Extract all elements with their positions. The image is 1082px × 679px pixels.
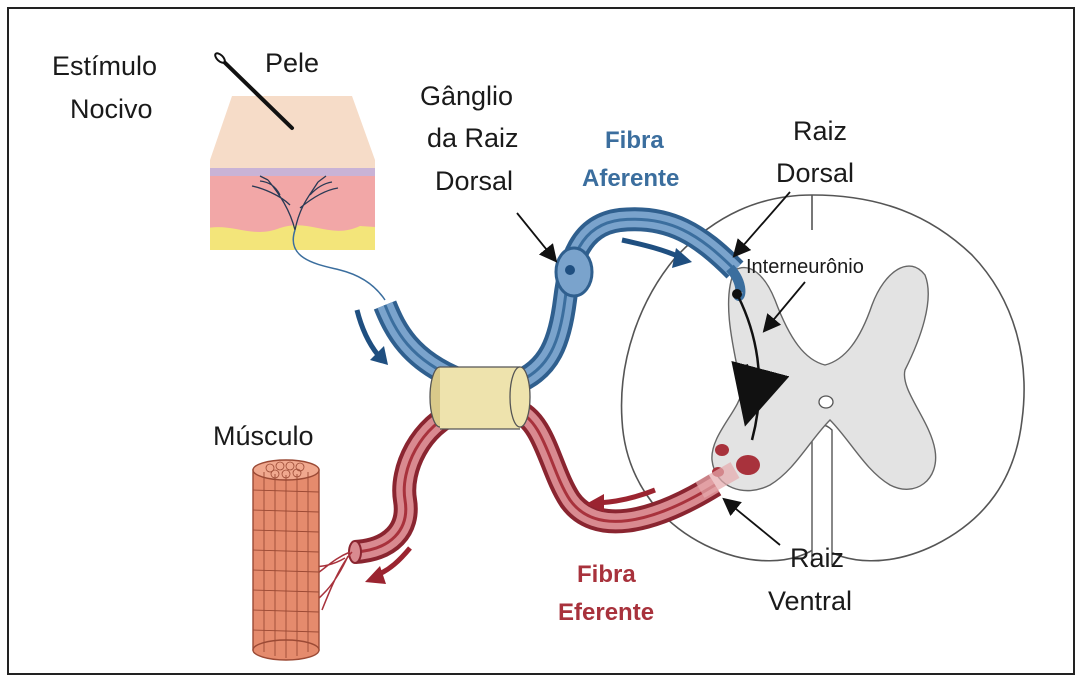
label-skin: Pele bbox=[265, 48, 319, 78]
motor-neuron-body bbox=[736, 455, 760, 475]
muscle-bundle bbox=[253, 460, 319, 660]
label-ganglion-line1: Gânglio bbox=[420, 81, 513, 111]
label-stimulus-line1: Estímulo bbox=[52, 51, 157, 81]
label-interneuron: Interneurônio bbox=[746, 256, 864, 278]
label-ventral-root-line1: Raiz bbox=[790, 543, 844, 573]
label-muscle: Músculo bbox=[213, 421, 314, 451]
central-canal bbox=[819, 396, 833, 408]
label-afferent-line2: Aferente bbox=[582, 165, 679, 192]
motor-neuron-body-small bbox=[715, 444, 729, 456]
afferent-terminal bbox=[732, 289, 742, 299]
label-efferent-line2: Eferente bbox=[558, 599, 654, 626]
label-afferent-line1: Fibra bbox=[605, 127, 664, 154]
label-stimulus-line2: Nocivo bbox=[70, 94, 153, 124]
label-dorsal-root-line1: Raiz bbox=[793, 116, 847, 146]
spinal-nerve-connector bbox=[430, 367, 530, 429]
ganglion-cell-body bbox=[565, 265, 575, 275]
label-efferent-line1: Fibra bbox=[577, 561, 636, 588]
label-ganglion-line2: da Raiz bbox=[427, 123, 519, 153]
label-dorsal-root-line2: Dorsal bbox=[776, 158, 854, 188]
label-ventral-root-line2: Ventral bbox=[768, 586, 852, 616]
label-ganglion-line3: Dorsal bbox=[435, 166, 513, 196]
